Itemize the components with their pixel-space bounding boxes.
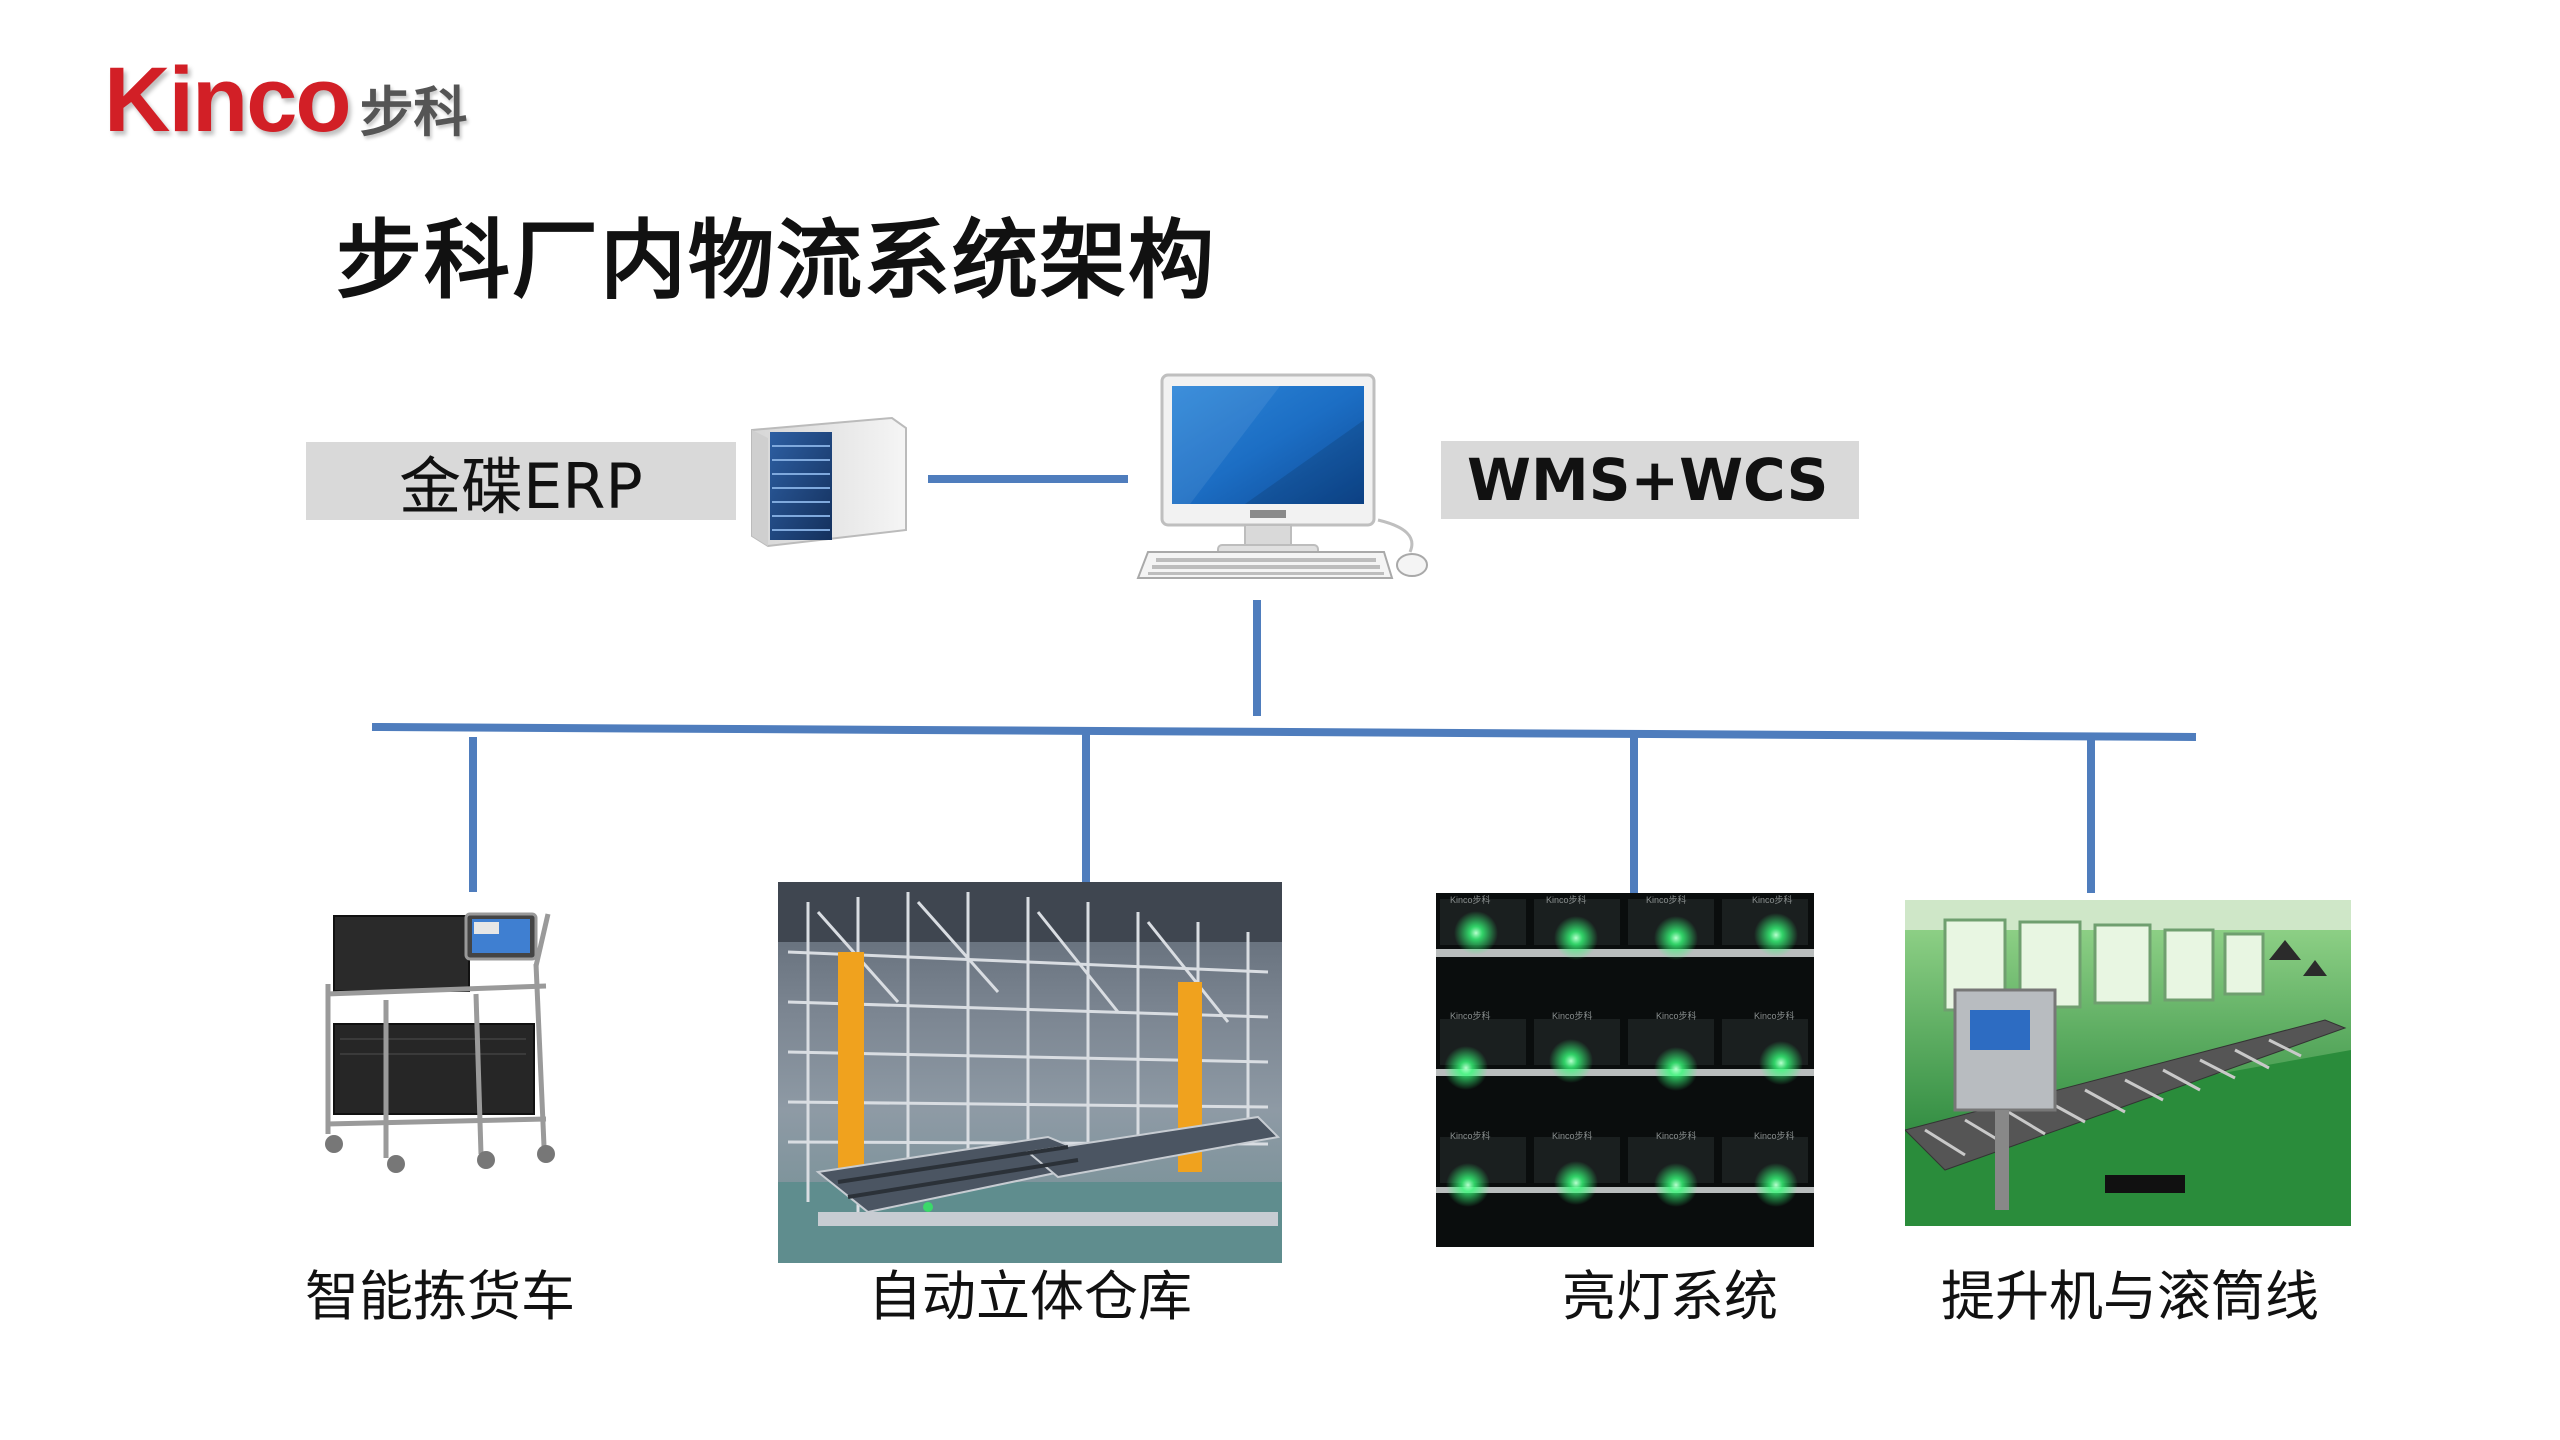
picking-cart-icon: [325, 912, 555, 1173]
wms-label: WMS+WCS: [1467, 446, 1829, 514]
shelf-label: Kinco步科: [1552, 1130, 1593, 1141]
light-shelves-drawing: Kinco步科 Kinco步科 Kinco步科 Kinco步科 Kinco步科 …: [1436, 894, 1814, 1207]
erp-label: 金碟ERP: [399, 450, 643, 523]
automated-warehouse-photo: [778, 882, 1282, 1263]
server-icon: [751, 416, 907, 548]
shelf-label: Kinco步科: [1546, 894, 1587, 905]
light-system-photo: Kinco步科 Kinco步科 Kinco步科 Kinco步科 Kinco步科 …: [1436, 893, 1814, 1247]
shelf-label: Kinco步科: [1646, 894, 1687, 905]
shelf-label: Kinco步科: [1656, 1130, 1697, 1141]
conveyor-drawing: [1905, 900, 2351, 1226]
logo-brand-cn-text: 步科: [359, 81, 468, 144]
shelf-label: Kinco步科: [1752, 894, 1793, 905]
shelf-label: Kinco步科: [1552, 1010, 1593, 1021]
kinco-logo: Kinco 步科: [104, 48, 468, 153]
caption-picking-cart: 智能拣货车: [305, 1265, 575, 1328]
shelf-label: Kinco步科: [1450, 1130, 1491, 1141]
shelf-label: Kinco步科: [1656, 1010, 1697, 1021]
page-title: 步科厂内物流系统架构: [336, 211, 1216, 311]
shelf-label: Kinco步科: [1754, 1130, 1795, 1141]
caption-light-system: 亮灯系统: [1562, 1265, 1778, 1328]
warehouse-racks-drawing: [778, 882, 1282, 1263]
shelf-label: Kinco步科: [1754, 1010, 1795, 1021]
caption-automated-warehouse: 自动立体仓库: [868, 1265, 1192, 1328]
logo-brand-text: Kinco: [104, 49, 352, 151]
computer-icon: [1136, 373, 1428, 579]
erp-label-box: 金碟ERP: [306, 442, 736, 523]
wms-label-box: WMS+WCS: [1441, 441, 1859, 519]
shelf-label: Kinco步科: [1450, 894, 1491, 905]
caption-conveyor-line: 提升机与滚筒线: [1941, 1265, 2319, 1328]
shelf-label: Kinco步科: [1450, 1010, 1491, 1021]
conveyor-line-photo: [1905, 900, 2351, 1226]
system-bus-line: [371, 723, 2197, 741]
